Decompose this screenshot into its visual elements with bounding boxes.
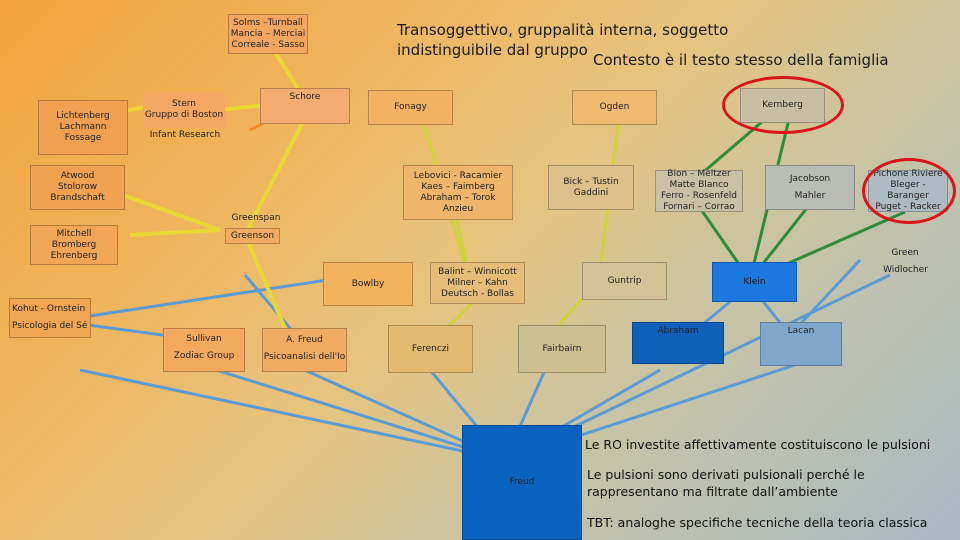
node-guntrip: Guntrip <box>582 262 667 300</box>
node-kohut: Kohut - Ornstein Psicologia del Sé <box>9 298 91 338</box>
node-text: Bromberg <box>51 239 97 250</box>
node-lacan: Lacan <box>760 322 842 366</box>
node-fairbairn: Fairbairn <box>518 325 606 373</box>
node-afreud: A. Freud Psicoanalisi dell'Io <box>262 328 347 372</box>
node-greenson: Greenson <box>225 228 280 244</box>
node-bion: Bion – Meltzer Matte Blanco Ferro - Rose… <box>655 169 743 212</box>
node-klein: Klein <box>712 262 797 302</box>
node-jacobson: Jacobson Mahler <box>765 165 855 210</box>
node-text: Zodiac Group <box>173 351 235 361</box>
node-text: Milner – Kahn <box>447 277 508 288</box>
node-text: Solms –Turnball <box>233 17 303 28</box>
node-freud: Freud <box>462 425 582 540</box>
node-text: Lebovici - Racamier <box>413 170 503 181</box>
node-text: Bick – Tustin <box>563 176 619 187</box>
note-tbt: TBT: analoghe specifiche tecniche della … <box>587 515 928 530</box>
note-line: Le pulsioni sono derivati pulsionali per… <box>587 467 865 482</box>
node-ferenczi: Ferenczi <box>388 325 473 373</box>
node-bowlby: Bowlby <box>323 262 413 306</box>
node-schore: Schore <box>260 88 350 124</box>
node-abraham: Abraham <box>632 322 724 364</box>
node-text: Fossage <box>64 133 102 143</box>
node-text: Jacobson <box>789 173 831 184</box>
node-text: Ferro - Rosenfeld <box>661 191 737 201</box>
node-balint: Balint – Winnicott Milner – Kahn Deutsch… <box>430 262 525 304</box>
highlight-pichone <box>862 158 956 224</box>
node-fonagy: Fonagy <box>368 90 453 125</box>
note-ro: Le RO investite affettivamente costituis… <box>585 437 931 452</box>
node-greenspan: Greenspan <box>231 213 281 223</box>
node-text: Correale - Sasso <box>231 39 305 50</box>
node-text: Stern <box>171 99 197 109</box>
title-line: indistinguibile dal gruppo <box>397 41 588 59</box>
node-text: Abraham – Torok <box>420 192 496 203</box>
node-solms: Solms –Turnball Mancia – Merciai Correal… <box>228 14 308 54</box>
node-mitchell: Mitchell Bromberg Ehrenberg <box>30 225 118 265</box>
node-text: Anzieu <box>442 203 474 214</box>
node-ogden: Ogden <box>572 90 657 125</box>
node-text: Brandschaft <box>50 193 105 203</box>
note-line: rappresentano ma filtrate dall’ambiente <box>587 484 838 499</box>
node-text: Mancia – Merciai <box>230 28 306 39</box>
node-text: Ehrenberg <box>50 250 98 261</box>
node-text: Balint – Winnicott <box>438 266 517 277</box>
note-pulsioni: Le pulsioni sono derivati pulsionali per… <box>587 466 917 500</box>
node-green: Green <box>891 247 919 258</box>
node-text: Lachmann <box>59 122 107 132</box>
diagram-title: Transoggettivo, gruppalità interna, sogg… <box>397 20 777 60</box>
node-lichtenberg: Lichtenberg Lachmann Fossage <box>38 100 128 155</box>
title-line: Transoggettivo, gruppalità interna, sogg… <box>397 21 729 39</box>
node-atwood: Atwood Stolorow Brandschaft <box>30 165 125 210</box>
node-bick: Bick – Tustin Gaddini <box>548 165 634 210</box>
node-stern: Stern Gruppo di Boston <box>143 92 225 128</box>
node-sullivan: Sullivan Zodiac Group <box>163 328 245 372</box>
node-text: Gaddini <box>573 187 609 198</box>
node-widlocher: Widlocher <box>883 265 928 275</box>
diagram-subtitle: Contesto è il testo stesso della famigli… <box>593 51 889 69</box>
node-text: A. Freud <box>286 335 323 345</box>
node-text: Kohut - Ornstein <box>12 304 86 314</box>
node-text: Mitchell <box>56 228 92 239</box>
node-infant-research: Infant Research <box>149 129 221 140</box>
node-text: Stolorow <box>57 182 98 192</box>
node-text: Sullivan <box>186 334 222 344</box>
highlight-kernberg <box>722 76 844 134</box>
node-text: Fornari – Corrao <box>663 202 735 212</box>
node-text: Psicologia del Sé <box>12 321 88 331</box>
node-text: Psicoanalisi dell'Io <box>263 352 346 362</box>
node-text: Mahler <box>794 190 826 201</box>
node-text: Deutsch - Bollas <box>441 288 514 299</box>
node-text: Bion – Meltzer <box>667 169 731 179</box>
node-text: Matte Blanco <box>669 180 729 190</box>
node-text: Lichtenberg <box>56 111 110 121</box>
node-text: Atwood <box>60 171 95 181</box>
node-text: Gruppo di Boston <box>144 110 224 120</box>
node-lebovici: Lebovici - Racamier Kaes – Faimberg Abra… <box>403 165 513 220</box>
node-text: Kaes – Faimberg <box>421 181 495 192</box>
